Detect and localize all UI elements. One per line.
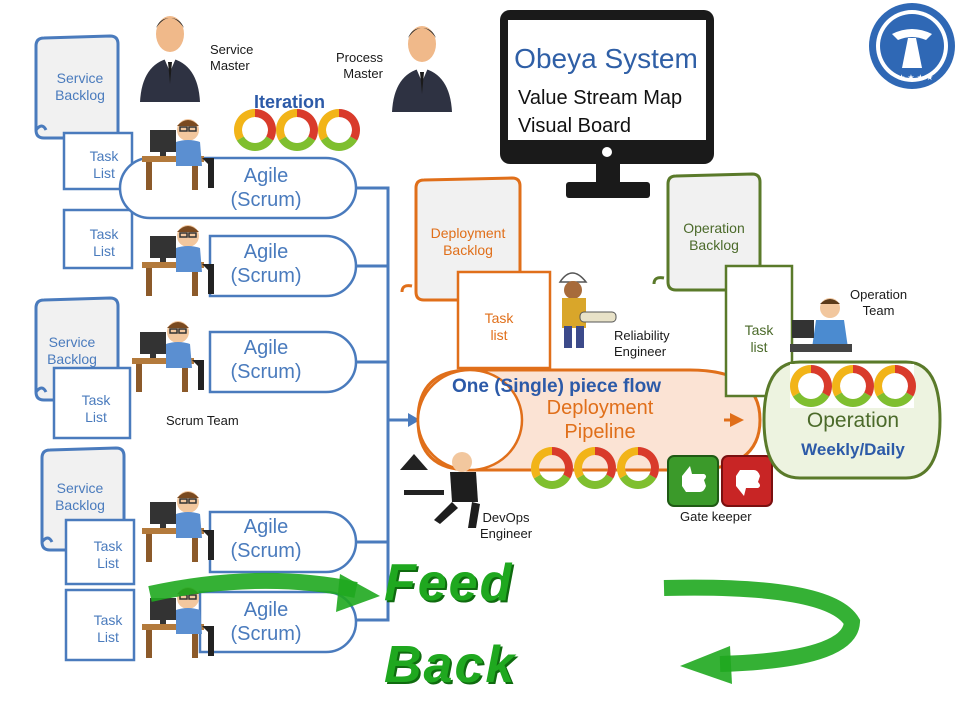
agile-scrum-label-4: Agile (Scrum) <box>230 516 302 562</box>
developer-icon <box>131 320 205 393</box>
cycle-icon <box>238 113 272 147</box>
iteration-title: Iteration <box>254 92 326 112</box>
thumbs-up-icon <box>667 455 719 507</box>
back-label: Back <box>384 636 517 694</box>
operation-backlog-label: Operation Backlog <box>683 220 745 253</box>
service-backlog-label-3: Service Backlog <box>55 480 105 513</box>
task-list-label-5: Task List <box>93 612 123 645</box>
feed-label: Feed <box>384 554 514 612</box>
task-list-box-2 <box>62 208 134 270</box>
task-list-label-1: Task List <box>89 148 119 181</box>
service-master-person-icon <box>140 16 200 102</box>
operation-task-list-label: Task list <box>744 322 774 355</box>
weekly-daily-label: Weekly/Daily <box>801 440 905 459</box>
one-piece-flow-label: One (Single) piece flow <box>452 376 662 397</box>
agile-capsule-4 <box>208 510 358 574</box>
agile-scrum-label-1: Agile (Scrum) <box>230 165 302 211</box>
obeya-line-visual-board: Visual Board <box>518 115 632 137</box>
process-master-label: Process Master <box>336 50 383 81</box>
agile-capsule-1 <box>118 156 358 220</box>
arrow-to-operation <box>730 413 744 427</box>
svg-text:★ ★ ★ ★: ★ ★ ★ ★ <box>898 73 933 82</box>
cycle-icon <box>322 113 356 147</box>
cycle-icon <box>280 113 314 147</box>
team-connector-lines <box>356 186 408 622</box>
devops-engineer-person-icon <box>400 452 480 528</box>
reliability-engineer-person-icon <box>558 272 617 348</box>
agile-capsule-2 <box>208 234 358 298</box>
monitor-icon <box>500 10 714 198</box>
obeya-line-value-stream-map: Value Stream Map <box>518 87 683 109</box>
task-list-box-4 <box>64 518 136 586</box>
deployment-task-list-label: Task list <box>484 310 514 343</box>
deployment-pipeline-capsule <box>416 368 762 472</box>
developer-icon <box>141 490 215 563</box>
deployment-pipeline-label: Deployment Pipeline <box>546 397 654 443</box>
certificate-logo-icon: ★ ★ ★ ★ <box>869 3 955 89</box>
process-master-person-icon <box>392 26 452 112</box>
task-list-box-3 <box>52 366 132 440</box>
operation-team-person-icon <box>790 298 852 352</box>
agile-scrum-label-5: Agile (Scrum) <box>230 599 302 645</box>
agile-scrum-label-3: Agile (Scrum) <box>230 337 302 383</box>
deployment-backlog-label: Deployment Backlog <box>430 225 506 258</box>
arrow-to-pipeline <box>408 413 420 427</box>
obeya-title: Obeya System <box>514 43 698 74</box>
service-master-label: Service Master <box>210 42 254 73</box>
thumbs-down-icon <box>721 455 773 507</box>
task-list-label-2: Task List <box>89 226 119 259</box>
task-list-label-3: Task List <box>81 392 111 425</box>
gate-keeper-label: Gate keeper <box>680 509 752 524</box>
agile-capsule-3 <box>208 330 358 394</box>
scrum-team-label: Scrum Team <box>166 413 239 428</box>
service-backlog-label-2: Service Backlog <box>47 334 97 367</box>
operation-team-label: Operation Team <box>850 287 908 318</box>
devops-engineer-label: DevOps Engineer <box>480 510 533 541</box>
developer-icon <box>141 224 215 297</box>
service-backlog-label-1: Service Backlog <box>55 70 105 103</box>
operation-backlog-scroll <box>652 172 794 398</box>
reliability-engineer-label: Reliability Engineer <box>614 328 670 359</box>
task-list-label-4: Task List <box>93 538 123 571</box>
task-list-box-5 <box>64 588 136 662</box>
deployment-backlog-scroll <box>400 176 552 370</box>
operation-label: Operation <box>806 409 900 432</box>
feedback-arrows <box>148 572 861 684</box>
agile-scrum-label-2: Agile (Scrum) <box>230 241 302 287</box>
